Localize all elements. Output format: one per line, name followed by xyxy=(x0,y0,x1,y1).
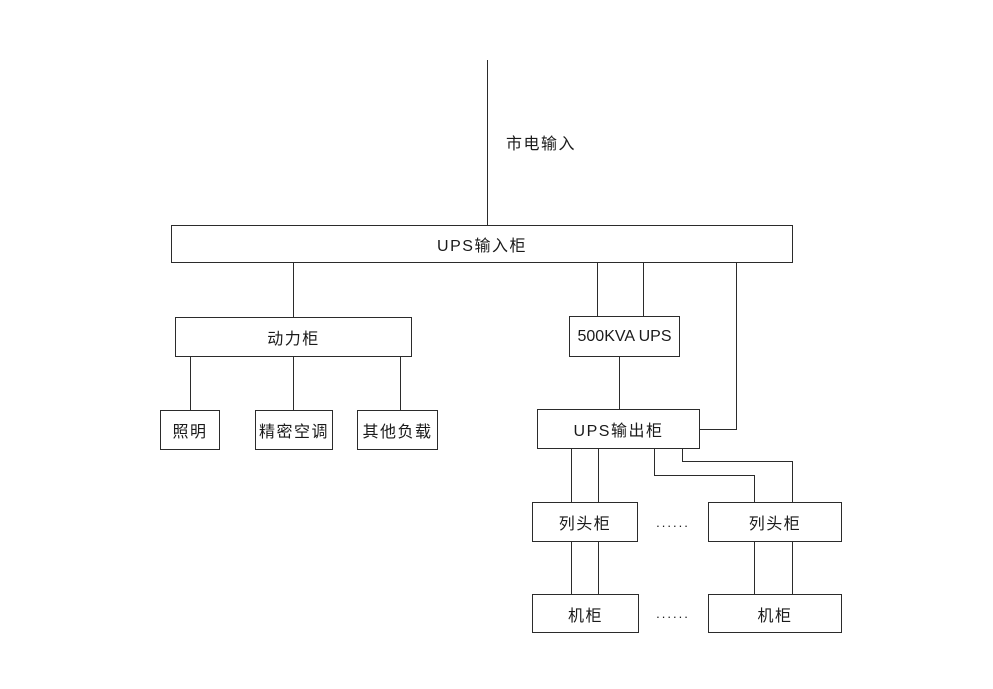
connector-power-to-precision-ac xyxy=(293,357,294,410)
node-ups-unit: 500KVA UPS xyxy=(569,316,680,357)
connector-output-to-rowhead-right-b-riser xyxy=(792,461,793,502)
connector-ups-to-output xyxy=(619,357,620,409)
node-ups-output-cabinet: UPS输出柜 xyxy=(537,409,700,449)
connector-rowhead-left-to-rack-b xyxy=(598,542,599,594)
mains-input-line xyxy=(487,60,488,225)
connector-power-to-other-loads xyxy=(400,357,401,410)
connector-rowhead-right-to-rack-b xyxy=(792,542,793,594)
connector-input-to-ups-feed-a xyxy=(597,263,598,316)
node-ups-output-cabinet-label: UPS输出柜 xyxy=(573,423,664,440)
node-precision-ac-label: 精密空调 xyxy=(258,424,329,441)
connector-output-to-rowhead-right-a-run xyxy=(654,475,755,476)
node-ups-unit-label: 500KVA UPS xyxy=(577,327,672,345)
connector-rowhead-right-to-rack-a xyxy=(754,542,755,594)
node-power-cabinet-label: 动力柜 xyxy=(267,331,320,348)
connector-power-to-lighting xyxy=(190,357,191,410)
connector-bypass-vertical xyxy=(736,263,737,429)
node-power-cabinet: 动力柜 xyxy=(175,317,412,357)
row-head-ellipsis: ...... xyxy=(656,514,690,530)
node-ups-input-cabinet-label: UPS输入柜 xyxy=(437,238,527,255)
node-other-loads-label: 其他负载 xyxy=(362,424,433,441)
node-row-head-cabinet-right: 列头柜 xyxy=(708,502,842,542)
node-other-loads: 其他负载 xyxy=(357,410,438,450)
node-row-head-cabinet-right-label: 列头柜 xyxy=(748,516,802,533)
node-rack-right: 机柜 xyxy=(708,594,842,633)
node-rack-left: 机柜 xyxy=(532,594,639,633)
connector-output-to-rowhead-right-a-drop xyxy=(654,449,655,476)
connector-output-to-rowhead-right-b-run xyxy=(682,461,793,462)
node-rack-right-label: 机柜 xyxy=(757,607,793,625)
connector-output-to-rowhead-right-a-riser xyxy=(754,475,755,502)
connector-output-to-rowhead-right-b-drop xyxy=(682,449,683,462)
connector-input-to-power-cabinet xyxy=(293,263,294,317)
node-row-head-cabinet-left: 列头柜 xyxy=(532,502,638,542)
connector-bypass-horizontal xyxy=(700,429,737,430)
node-row-head-cabinet-left-label: 列头柜 xyxy=(558,516,612,533)
rack-ellipsis: ...... xyxy=(656,606,690,621)
connector-input-to-ups-feed-b xyxy=(643,263,644,316)
node-precision-ac: 精密空调 xyxy=(255,410,333,450)
node-lighting-label: 照明 xyxy=(172,424,208,441)
connector-rowhead-left-to-rack-a xyxy=(571,542,572,594)
node-ups-input-cabinet: UPS输入柜 xyxy=(171,225,793,263)
node-lighting: 照明 xyxy=(160,410,220,450)
node-rack-left-label: 机柜 xyxy=(567,607,603,625)
connector-output-to-rowhead-left-a xyxy=(571,449,572,502)
connector-output-to-rowhead-left-b xyxy=(598,449,599,502)
mains-input-label: 市电输入 xyxy=(506,136,577,153)
